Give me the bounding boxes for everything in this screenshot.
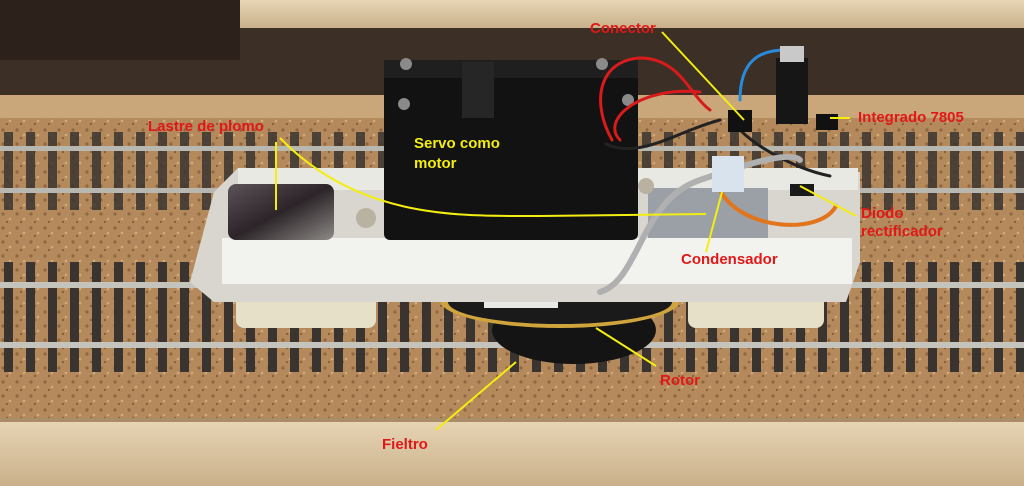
pointer-servo [279,137,707,218]
label-diodo-line-1: Diodo [861,205,904,222]
label-conector: Conector [590,20,656,37]
label-diodo-rectificador: Diodo rectificador [861,205,943,241]
pointer-rotor [595,327,657,367]
label-integrado-7805: Integrado 7805 [858,109,964,126]
pointer-lines [275,31,857,431]
pointer-conector [661,31,745,121]
label-diodo-line-2: rectificador [861,223,943,240]
label-servo-line-1: Servo como [414,135,500,152]
electronic-parts [712,46,838,196]
label-lastre-de-plomo: Lastre de plomo [148,118,264,135]
lead-ballast [228,184,334,240]
capacitor [712,156,744,192]
label-servo-line-2: motor [414,155,457,172]
label-condensador: Condensador [681,251,778,268]
label-servo-como-motor: Servo como motor [414,134,500,174]
regulator-7805 [776,58,808,124]
servo [384,58,638,240]
label-rotor: Rotor [660,372,700,389]
frame-beam [222,238,852,284]
rectifier-diode [790,184,814,196]
label-fieltro: Fieltro [382,436,428,453]
wiring [597,48,838,295]
pointer-diodo [799,185,857,217]
pointer-condensador [705,191,723,253]
pointer-fieltro [435,361,517,431]
